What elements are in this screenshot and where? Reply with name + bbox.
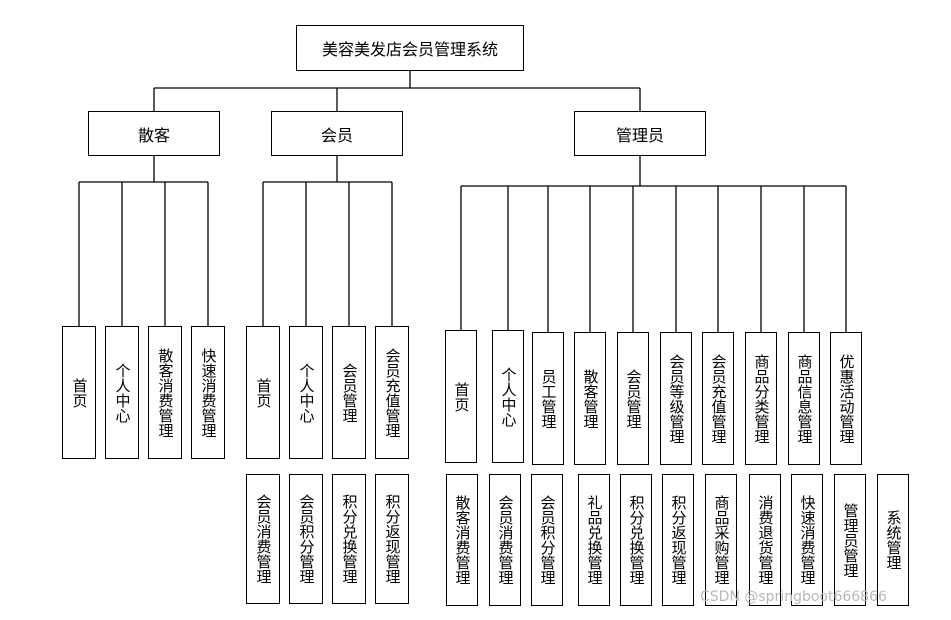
root-node: 美容美发店会员管理系统 [296,25,524,71]
admin-item-product-info: 商品信息管理 [788,332,820,465]
member-item-profile: 个人中心 [289,326,323,459]
admin-item-quick-consumption: 快速消费管理 [791,474,823,606]
member-item-points-exchange: 积分兑换管理 [332,474,366,604]
admin-item-member-levels: 会员等级管理 [660,332,692,465]
group-node-admin: 管理员 [574,111,706,156]
member-item-points: 会员积分管理 [289,474,323,604]
admin-item-system-management: 系统管理 [877,474,909,606]
admin-item-guests: 散客管理 [574,332,606,465]
admin-item-home: 首页 [445,330,477,463]
admin-item-promotions: 优惠活动管理 [830,332,862,465]
admin-item-admin-management: 管理员管理 [834,474,866,606]
guest-item-home: 首页 [62,326,96,459]
admin-item-guest-consumption: 散客消费管理 [446,474,478,606]
guest-item-guest-consumption: 散客消费管理 [148,326,182,459]
admin-item-consumption-returns: 消费退货管理 [749,474,781,606]
member-item-member-management: 会员管理 [332,326,366,459]
group-node-guest: 散客 [88,111,220,156]
admin-item-member-recharge: 会员充值管理 [702,332,734,465]
admin-item-points-cashback: 积分返现管理 [662,474,694,606]
admin-item-points-exchange: 积分兑换管理 [620,474,652,606]
watermark-text: CSDN @springboot666866 [700,589,887,605]
member-item-home: 首页 [246,326,280,459]
member-item-points-cashback: 积分返现管理 [375,474,409,604]
admin-item-profile: 个人中心 [492,330,524,463]
guest-item-profile: 个人中心 [105,326,139,459]
member-item-recharge: 会员充值管理 [375,326,409,459]
admin-item-member-points: 会员积分管理 [531,474,563,606]
admin-item-gift-exchange: 礼品兑换管理 [578,474,610,606]
admin-item-members: 会员管理 [617,332,649,465]
admin-item-product-purchase: 商品采购管理 [705,474,737,606]
group-node-member: 会员 [271,111,403,156]
admin-item-staff: 员工管理 [532,332,564,465]
guest-item-quick-consumption: 快速消费管理 [191,326,225,459]
admin-item-product-categories: 商品分类管理 [745,332,777,465]
admin-item-member-consumption: 会员消费管理 [489,474,521,606]
member-item-consumption: 会员消费管理 [246,474,280,604]
